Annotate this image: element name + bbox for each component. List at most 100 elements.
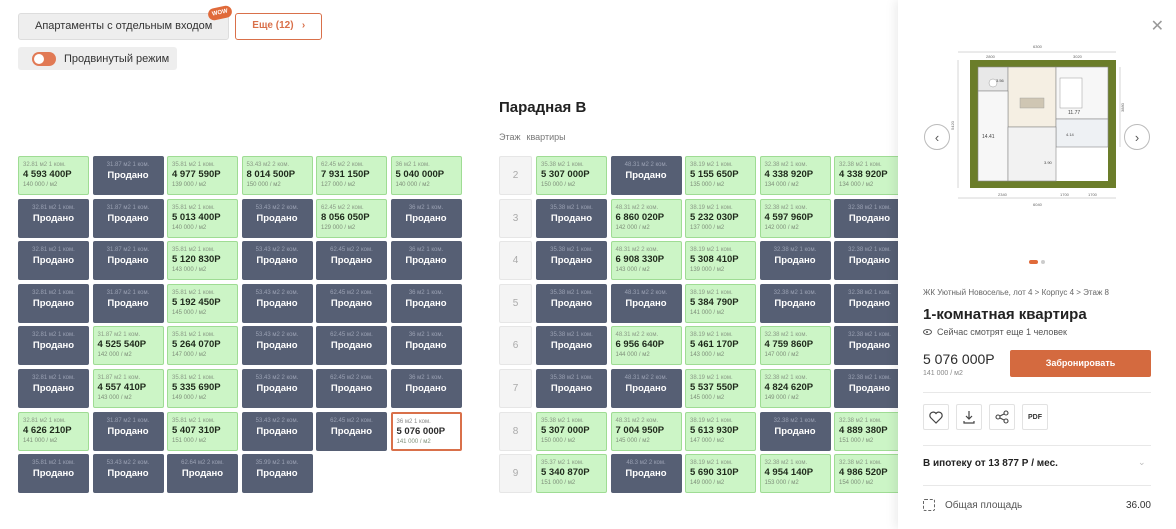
favorite-button[interactable] <box>923 404 949 430</box>
apartment-cell[interactable]: 53.43 м2 2 ком.Продано <box>241 198 313 238</box>
apartment-cell[interactable]: 36 м2 1 ком.Продано <box>390 241 462 281</box>
apartment-cell[interactable]: 35.38 м2 1 ком.Продано <box>536 198 607 238</box>
apartment-cell[interactable]: 32.38 м2 1 ком.Продано <box>834 241 898 281</box>
apartments-filter-chip[interactable]: Апартаменты с отдельным входом WOW <box>18 4 234 40</box>
apartment-cell[interactable]: 32.38 м2 1 ком.Продано <box>759 241 831 281</box>
apartment-cell[interactable]: 53.43 м2 2 ком.Продано <box>241 283 313 323</box>
apartment-cell[interactable]: 31.87 м2 1 ком.Продано <box>92 156 164 195</box>
apartment-cell[interactable]: 32.81 м2 1 ком.Продано <box>18 198 89 238</box>
apartment-cell[interactable]: 32.81 м2 1 ком.Продано <box>18 368 89 408</box>
apartment-cell[interactable]: 53.43 м2 2 ком.Продано <box>241 368 313 408</box>
apartment-cell[interactable]: 62.45 м2 2 ком.Продано <box>316 283 387 323</box>
apartment-cell[interactable]: 53.43 м2 2 ком.Продано <box>241 241 313 281</box>
apartment-cell[interactable]: 32.38 м2 1 ком.Продано <box>834 368 898 408</box>
apartment-cell[interactable]: 32.38 м2 1 ком.Продано <box>834 198 898 238</box>
apartment-cell[interactable]: 31.87 м2 1 ком.Продано <box>92 283 164 323</box>
apartment-cell[interactable]: 53.43 м2 2 ком.Продано <box>92 454 164 494</box>
plan-prev-button[interactable]: ‹ <box>924 124 950 150</box>
pagination-dot-active[interactable] <box>1029 260 1038 264</box>
pagination-dot[interactable] <box>1041 260 1045 264</box>
apartment-cell[interactable]: 35.81 м2 1 ком.Продано <box>18 454 89 494</box>
apartment-cell[interactable]: 35.38 м2 1 ком.Продано <box>536 241 607 281</box>
book-button[interactable]: Забронировать <box>1010 350 1151 377</box>
breadcrumb[interactable]: ЖК Уютный Новоселье, лот 4 > Корпус 4 > … <box>923 288 1109 297</box>
pdf-button[interactable]: PDF <box>1022 404 1048 430</box>
mortgage-accordion[interactable]: В ипотеку от 13 877 Р / мес. <box>923 458 1058 469</box>
apartment-cell[interactable]: 62.64 м2 2 ком.Продано <box>167 454 238 494</box>
apartment-cell[interactable]: 48.31 м2 2 ком.Продано <box>610 156 682 195</box>
advanced-mode-toggle[interactable] <box>32 51 56 66</box>
apartment-cell[interactable]: 62.45 м2 2 ком.Продано <box>316 411 387 451</box>
apartment-cell[interactable]: 62.45 м2 2 ком.Продано <box>316 241 387 281</box>
apartment-cell[interactable]: 62.45 м2 2 ком.Продано <box>316 368 387 408</box>
apartment-cell[interactable]: 32.38 м2 1 ком.Продано <box>759 283 831 323</box>
apartment-cell[interactable]: 32.81 м2 1 ком.Продано <box>18 283 89 323</box>
apartment-cell[interactable]: 35.38 м2 1 ком.Продано <box>536 368 607 408</box>
plan-next-button[interactable]: › <box>1124 124 1150 150</box>
more-filters-button[interactable]: Еще (12) › <box>235 13 323 40</box>
apartment-cell[interactable]: 36 м2 1 ком.Продано <box>390 326 462 366</box>
apartment-cell[interactable]: 36 м2 1 ком.Продано <box>390 368 462 408</box>
apartment-cell[interactable]: 48.31 м2 2 ком.Продано <box>610 283 682 323</box>
download-button[interactable] <box>956 404 982 430</box>
apartment-cell[interactable]: 32.38 м2 1 ком.Продано <box>759 411 831 451</box>
apartment-cell[interactable]: 31.87 м2 1 ком.Продано <box>92 411 164 451</box>
apartment-cell[interactable]: 53.43 м2 2 ком.Продано <box>241 326 313 366</box>
close-icon[interactable]: ✕ <box>1150 18 1164 35</box>
apartment-cell[interactable]: 31.87 м2 1 ком.Продано <box>92 198 164 238</box>
apartment-cell[interactable]: 32.81 м2 1 ком.Продано <box>18 326 89 366</box>
apartment-cell[interactable]: 62.45 м2 2 ком.Продано <box>316 326 387 366</box>
apartment-cell[interactable]: 35.38 м2 1 ком.Продано <box>536 283 607 323</box>
apartment-cell[interactable]: 36 м2 1 ком.Продано <box>390 283 462 323</box>
apartment-cell[interactable]: 32.38 м2 1 ком.Продано <box>834 283 898 323</box>
apartment-cell[interactable]: 48.31 м2 2 ком.Продано <box>610 368 682 408</box>
share-button[interactable] <box>989 404 1015 430</box>
apartment-cell[interactable]: 32.38 м2 1 ком.Продано <box>834 326 898 366</box>
chevron-down-icon[interactable]: ⌄ <box>1138 457 1146 467</box>
apartment-cell[interactable]: 53.43 м2 2 ком.Продано <box>241 411 313 451</box>
advanced-mode-toggle-row[interactable]: Продвинутый режим <box>18 47 177 70</box>
apartment-cell[interactable]: 36 м2 1 ком.Продано <box>390 198 462 238</box>
apartment-cell[interactable]: 35.99 м2 1 ком.Продано <box>241 454 313 494</box>
apartment-cell[interactable]: 48.3 м2 2 ком.Продано <box>610 454 682 494</box>
